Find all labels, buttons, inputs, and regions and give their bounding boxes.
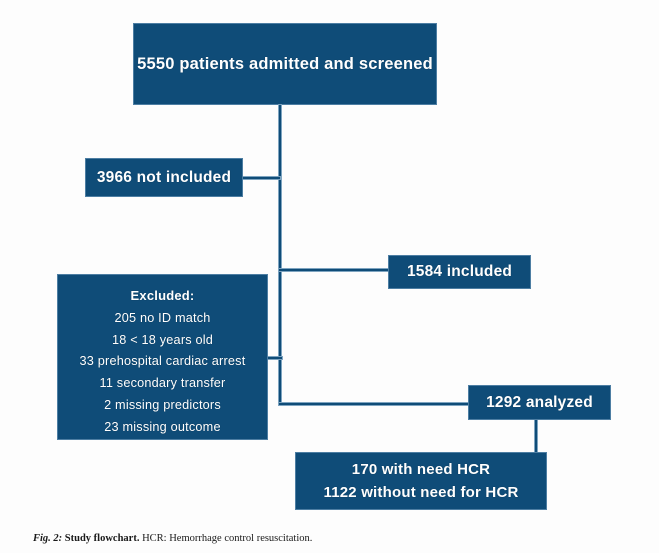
node-screened-label: 5550 patients admitted and screened: [137, 54, 433, 73]
results-line-without-hcr: 1122 without need for HCR: [323, 484, 519, 501]
connector-to-not-included: [241, 176, 281, 180]
node-not-included: 3966 not included: [85, 158, 243, 197]
connector-to-analyzed: [278, 402, 470, 406]
excluded-title: Excluded:: [130, 288, 195, 303]
connector-analyzed-to-results: [534, 419, 538, 454]
caption-label: Fig. 2:: [33, 533, 63, 544]
node-included: 1584 included: [388, 255, 531, 289]
node-not-included-label: 3966 not included: [96, 168, 232, 186]
excluded-item: 205 no ID match: [114, 311, 211, 325]
results-line-with-hcr: 170 with need HCR: [351, 460, 491, 478]
excluded-item: 11 secondary transfer: [99, 376, 226, 391]
excluded-item: 33 prehospital cardiac arrest: [79, 354, 246, 369]
connector-trunk-vertical: [278, 104, 282, 406]
excluded-item: 18 < 18 years old: [111, 332, 214, 347]
node-excluded: Excluded: 205 no ID match 18 < 18 years …: [57, 274, 268, 440]
caption-note: HCR: Hemorrhage control resuscitation.: [142, 533, 313, 544]
connector-to-included: [278, 268, 390, 272]
node-included-label: 1584 included: [406, 263, 513, 280]
node-analyzed-label: 1292 analyzed: [486, 393, 593, 411]
excluded-item: 23 missing outcome: [104, 419, 221, 434]
node-results: 170 with need HCR 1122 without need for …: [295, 452, 547, 510]
node-screened: 5550 patients admitted and screened: [133, 23, 437, 105]
node-analyzed: 1292 analyzed: [468, 385, 611, 420]
figure-caption: Fig. 2: Study flowchart. HCR: Hemorrhage…: [33, 533, 312, 544]
excluded-item: 2 missing predictors: [104, 397, 221, 412]
caption-title: Study flowchart.: [64, 533, 140, 544]
